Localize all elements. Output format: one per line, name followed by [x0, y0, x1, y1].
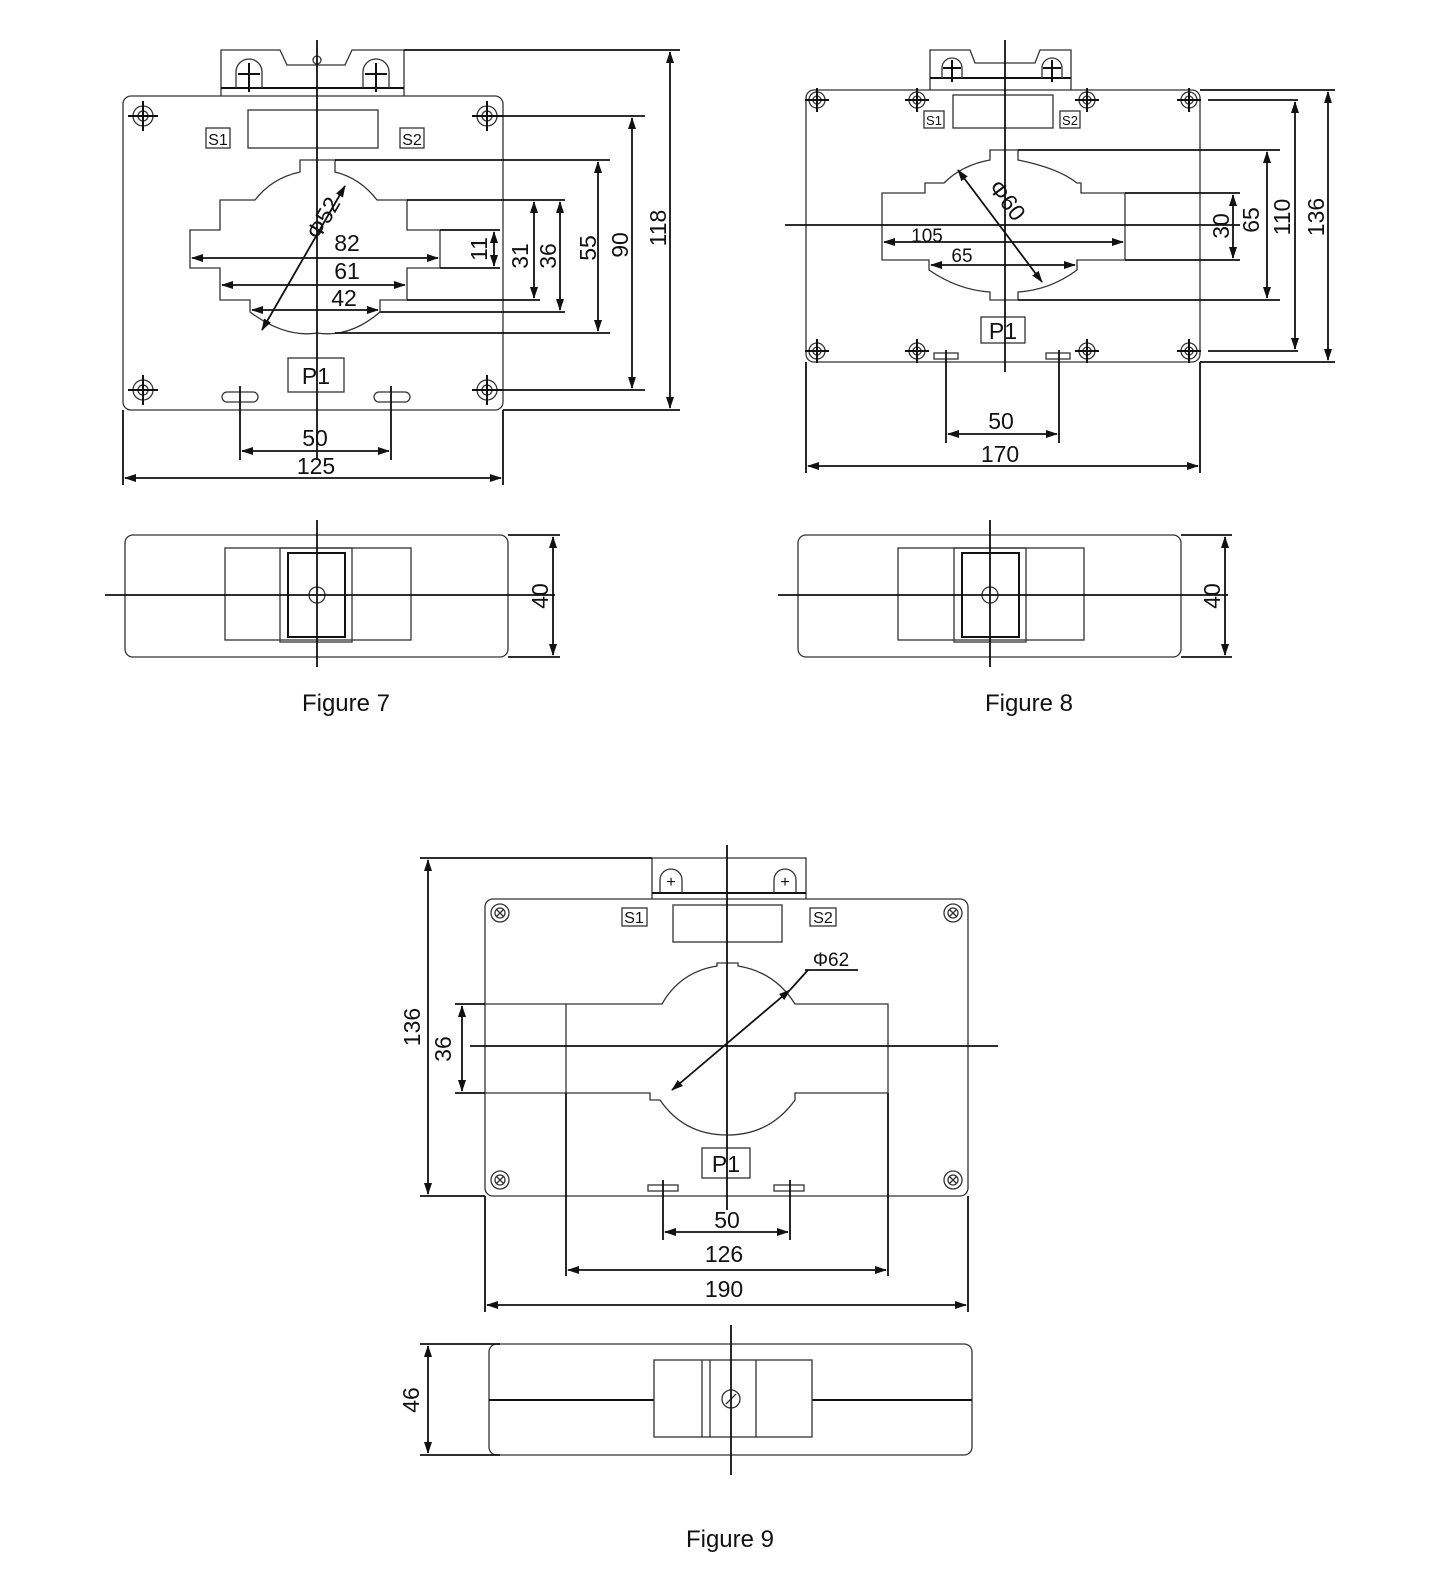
side-view: 40: [105, 520, 560, 667]
dim-36: 36: [535, 243, 561, 269]
terminal-s2-label: S2: [402, 132, 422, 149]
dim-36: 36: [430, 1036, 456, 1062]
dim-82: 82: [334, 230, 360, 256]
terminal-s2-label: S2: [1062, 113, 1078, 128]
figure-8: S1 S2 P1 105 65 Φ60 30 65 110 136: [778, 40, 1335, 717]
screw-icon: +: [666, 874, 675, 891]
terminal-s1-label: S1: [208, 132, 228, 149]
figure-caption: Figure 7: [302, 690, 390, 717]
busbar-aperture: [565, 962, 889, 1136]
terminal-p1-label: P1: [989, 318, 1017, 344]
terminal-p1-label: P1: [712, 1151, 740, 1177]
figure-9: + + S1 S2 P1 Φ62 136: [398, 845, 998, 1553]
busbar-aperture: [881, 149, 1126, 301]
dim-mount-50: 50: [302, 425, 328, 451]
mounting-hole-icon: [904, 87, 930, 113]
dim-depth-46: 46: [398, 1387, 424, 1413]
dim-42: 42: [331, 285, 357, 311]
busbar-aperture: [189, 159, 441, 335]
mounting-hole-icon: [1074, 338, 1100, 364]
dim-110: 110: [1269, 199, 1295, 236]
dim-65-height: 65: [1238, 207, 1264, 233]
dim-diameter-60: Φ60: [984, 175, 1031, 226]
front-view: + + S1 S2 P1 Φ62 136: [399, 845, 998, 1312]
front-view: S1 S2 P1 105 65 Φ60 30 65 110 136: [785, 40, 1335, 473]
dim-90: 90: [607, 232, 633, 258]
housing-body: [122, 95, 504, 411]
dim-61: 61: [334, 258, 360, 284]
dim-65-width: 65: [951, 246, 972, 267]
terminal-s1-label: S1: [624, 910, 644, 927]
dim-118: 118: [645, 210, 671, 247]
mounting-hole-icon: [127, 374, 159, 406]
mounting-hole-icon: [1074, 87, 1100, 113]
dim-105: 105: [911, 226, 943, 247]
side-view: 46: [398, 1325, 973, 1475]
terminal-s1-label: S1: [926, 113, 942, 128]
terminal-p1-label: P1: [302, 363, 330, 389]
screw-icon: [943, 60, 961, 82]
front-view: S1 S2 P1 82 61 42 Φ52 11 31 36: [122, 40, 680, 485]
terminal-block: [220, 49, 405, 96]
side-view: 40: [778, 520, 1232, 667]
dim-11: 11: [466, 237, 492, 261]
figure-7: S1 S2 P1 82 61 42 Φ52 11 31 36: [105, 40, 680, 717]
mounting-hole-icon: [490, 1170, 510, 1190]
dim-30: 30: [1208, 213, 1234, 239]
dim-diameter-62: Φ62: [813, 950, 849, 971]
mounting-hole-icon: [943, 1170, 963, 1190]
mounting-hole-icon: [904, 338, 930, 364]
screw-icon: [1043, 60, 1061, 82]
mounting-hole-icon: [127, 100, 159, 132]
dim-mount-50: 50: [988, 408, 1014, 434]
screw-icon: +: [780, 874, 789, 891]
dim-126: 126: [705, 1241, 743, 1267]
dim-136: 136: [399, 1008, 425, 1046]
dim-mount-50: 50: [714, 1207, 740, 1233]
screw-icon: [365, 63, 387, 92]
dim-136: 136: [1303, 198, 1329, 236]
figure-caption: Figure 8: [985, 690, 1073, 717]
nameplate-window: [247, 109, 379, 149]
screw-icon: [238, 63, 260, 92]
dim-125: 125: [297, 453, 335, 479]
mounting-hole-icon: [943, 903, 963, 923]
dim-depth-40: 40: [1199, 583, 1225, 609]
figure-caption: Figure 9: [686, 1526, 774, 1553]
mounting-hole-icon: [490, 903, 510, 923]
dim-170: 170: [981, 441, 1019, 467]
dim-55: 55: [575, 235, 601, 261]
dim-depth-40: 40: [527, 583, 553, 609]
terminal-s2-label: S2: [813, 910, 833, 927]
dim-31: 31: [507, 243, 533, 269]
dim-190: 190: [705, 1276, 743, 1302]
